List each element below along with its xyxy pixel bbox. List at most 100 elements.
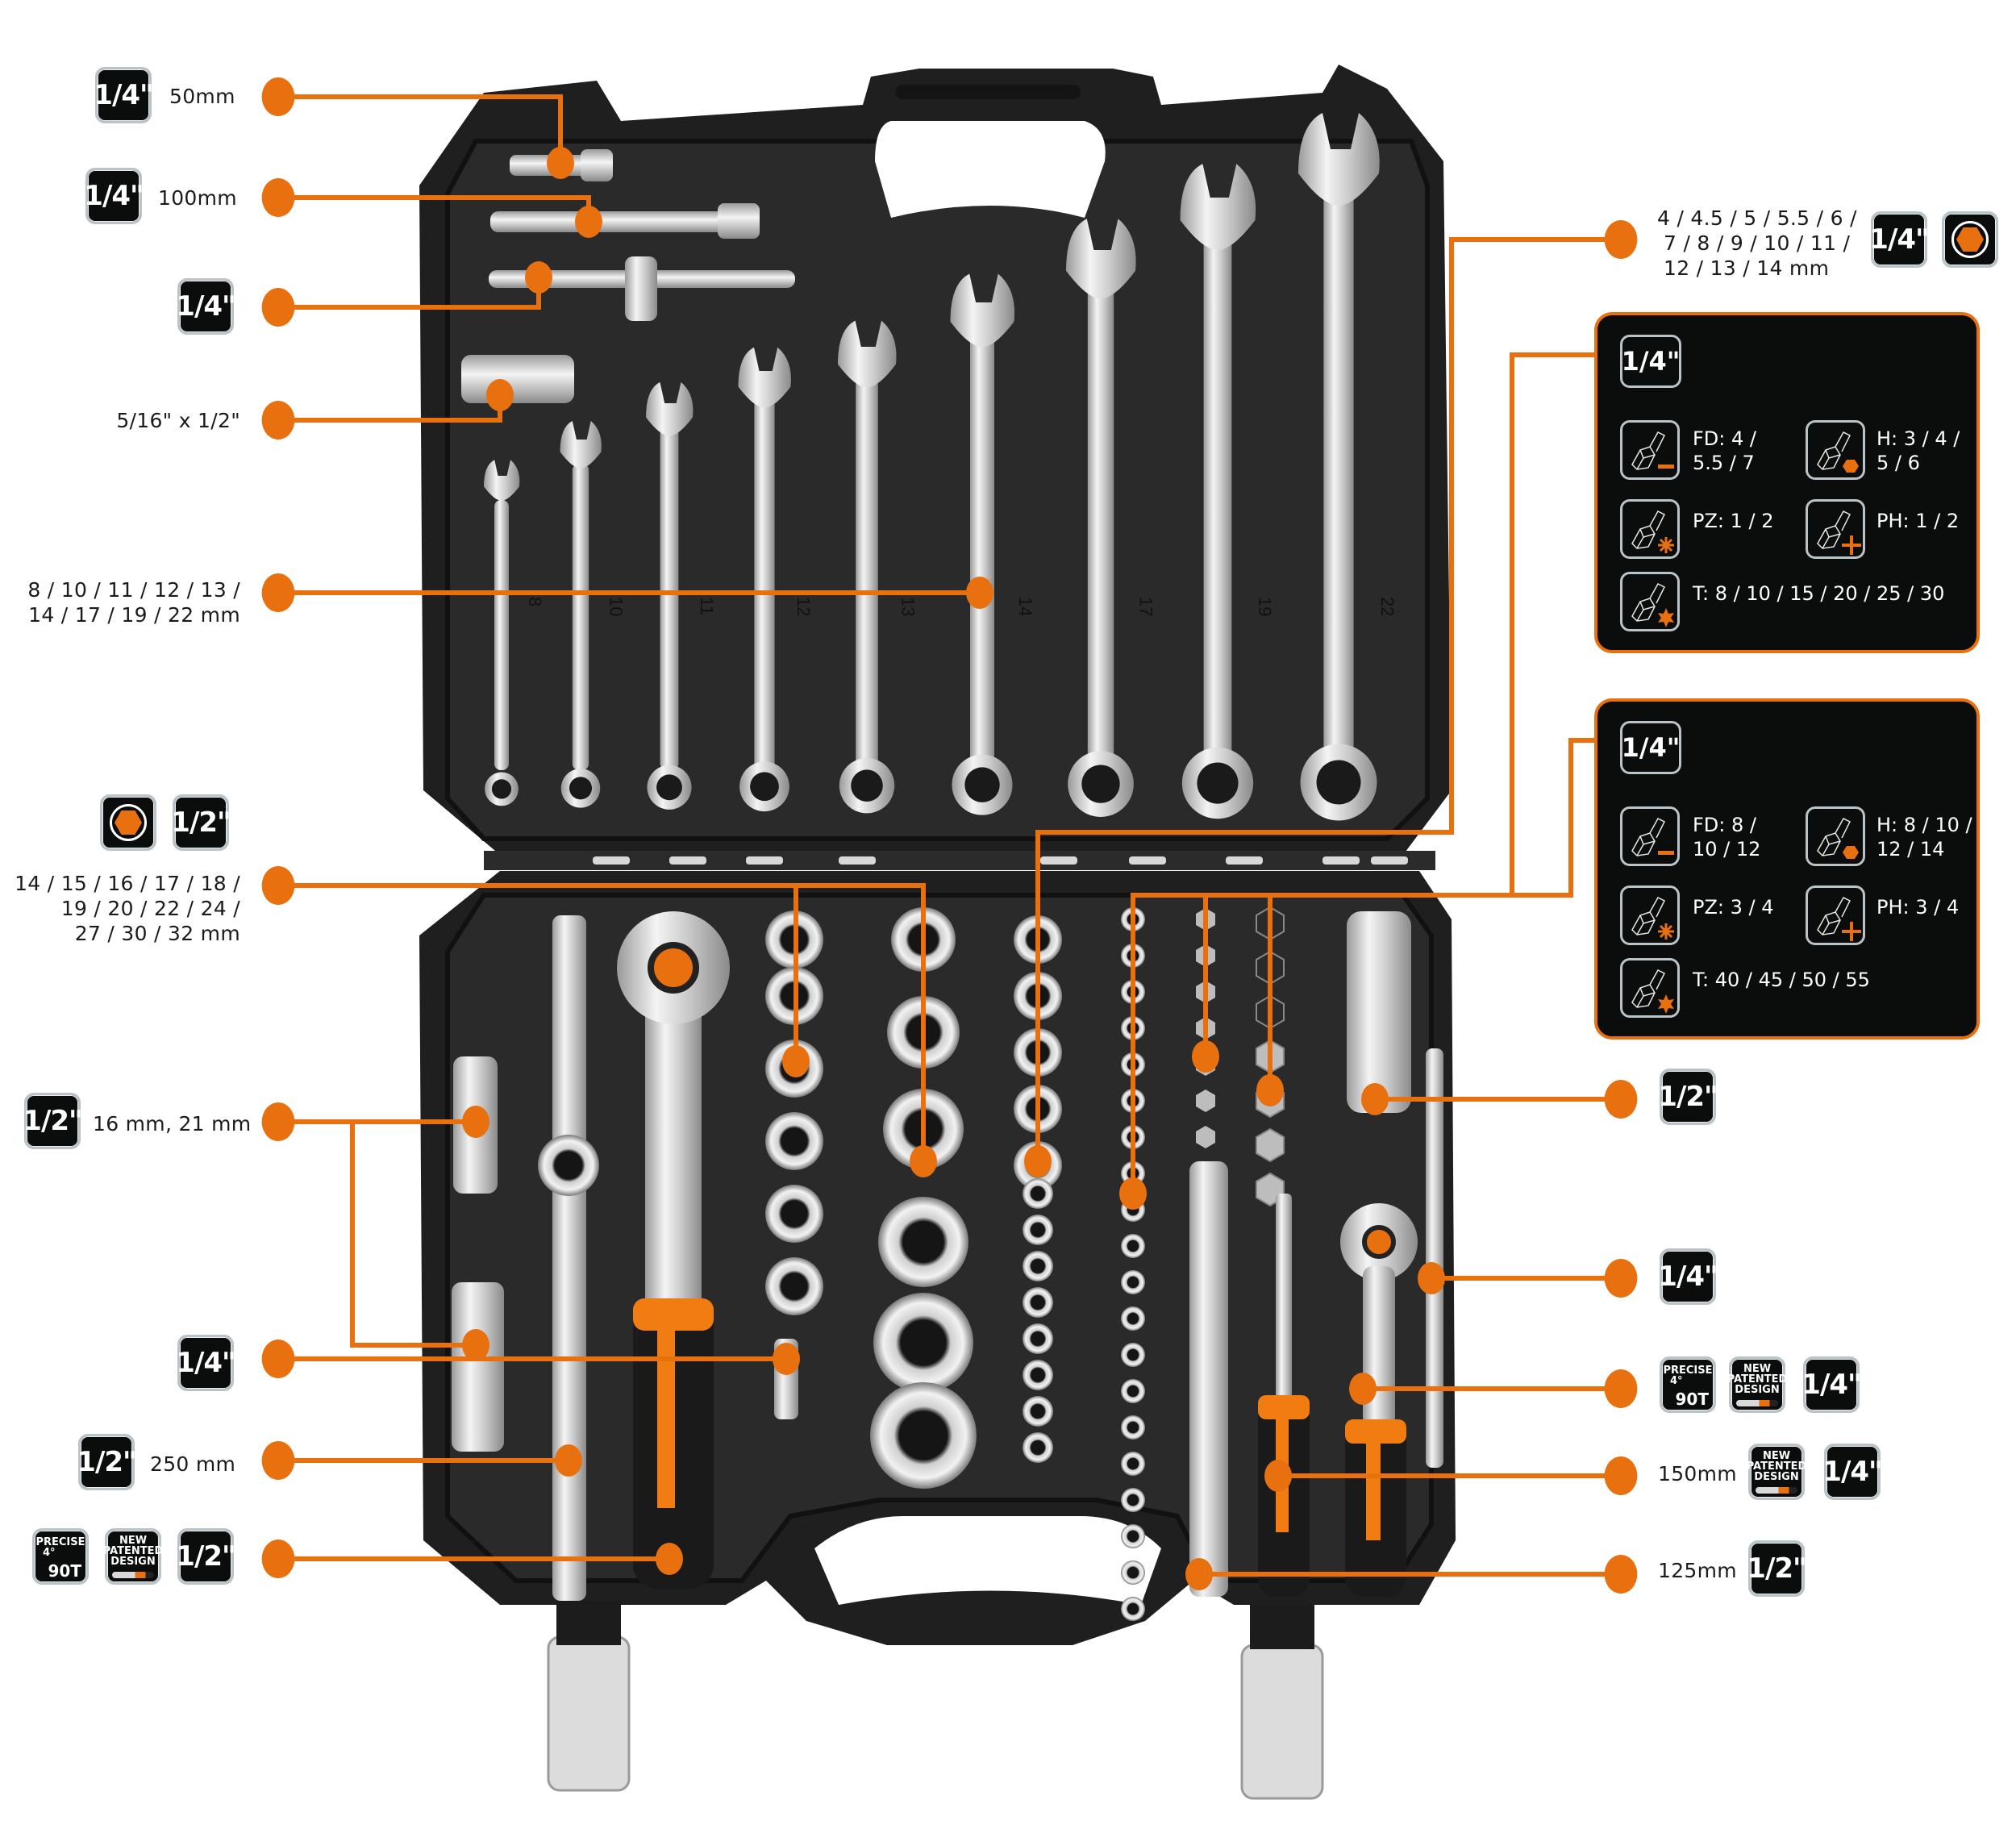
callout-spark-sockets-branch-line	[350, 1122, 476, 1348]
drive-badge-quarter: 1/4"	[1869, 211, 1930, 268]
drive-badge-half: 1/2"	[23, 1093, 83, 1149]
label-line: 12 / 14	[1876, 838, 1945, 860]
socket-quarter-7mm	[1023, 1251, 1053, 1281]
wrench-10mm: 10	[560, 421, 626, 808]
callout-wrenches-label-dot	[261, 573, 295, 612]
callout-sockets-half-line	[278, 883, 926, 1161]
bit-holder-slot	[1121, 1343, 1145, 1367]
socket-quarter-4mm	[1023, 1432, 1053, 1463]
badge-text: NEW	[119, 1534, 148, 1547]
callout-sockets-quarter-target-dot	[1024, 1145, 1052, 1177]
spark-plug-socket-21mm	[452, 1282, 504, 1452]
wrench-size-marking: 13	[898, 597, 918, 616]
new-patented-design-badge: NEW PATENTED DESIGN	[1727, 1356, 1787, 1413]
callout-ratchet-quarter-label-dot	[1604, 1369, 1638, 1408]
drive-badge-quarter: 1/4"	[1620, 721, 1681, 774]
screwdriver-bit	[1196, 1090, 1215, 1112]
badge-text: DESIGN	[1754, 1470, 1799, 1483]
wrench-size-marking: 19	[1255, 597, 1275, 616]
callout-sockets-half-target-dot	[782, 1045, 810, 1077]
lid-handle-opening	[875, 121, 1106, 218]
extension-50mm-head	[581, 149, 613, 181]
label-line: 27 / 30 / 32 mm	[74, 922, 240, 945]
bit-holder-slot	[1121, 1415, 1145, 1440]
bit-sizes-label: PH: 1 / 2	[1876, 509, 1959, 533]
flat-bit-icon	[1620, 806, 1680, 866]
socket-half-16mm	[765, 1112, 823, 1170]
new-patented-design-badge: NEW PATENTED DESIGN	[1746, 1444, 1807, 1500]
socket-quarter-8mm	[1023, 1215, 1053, 1245]
latches	[547, 1601, 1324, 1800]
wrench-14mm: 14	[950, 273, 1035, 815]
hinge-pin	[1371, 856, 1408, 865]
callout-flex-ext-label-dot	[1604, 1259, 1638, 1298]
ratchet-icon	[112, 1571, 154, 1578]
label-line: FD: 8 /	[1693, 814, 1756, 836]
callout-bit-panel-2-line	[1203, 738, 1594, 1056]
hinge-pin	[669, 856, 706, 865]
label-extension-50mm: 50mm	[169, 85, 235, 108]
wrench-11mm: 11	[646, 381, 717, 810]
precise-90t-badge: PRECISE 4° 90T	[1660, 1356, 1716, 1413]
spinner-shaft	[1276, 1194, 1292, 1403]
hinge-pin	[746, 856, 783, 865]
extension-250mm	[552, 915, 586, 1601]
bit-holder-slot	[1121, 1524, 1145, 1548]
callout-extension-125mm-target-dot	[1185, 1558, 1213, 1590]
label-line: 12 / 13 / 14 mm	[1664, 256, 1830, 280]
badge-text: PRECISE	[1663, 1364, 1713, 1377]
callout-sockets-quarter-line	[1035, 237, 1621, 1161]
badge-text: NEW	[1743, 1362, 1772, 1375]
callout-extension-50mm-label-dot	[261, 77, 295, 116]
label-line: H: 3 / 4 /	[1876, 427, 1960, 450]
drive-badge-quarter: 1/4"	[176, 278, 236, 335]
hinge-pin	[593, 856, 630, 865]
torx-bit-icon	[1620, 958, 1680, 1018]
label-wrench-sizes: 8 / 10 / 11 / 12 / 13 / 14 / 17 / 19 / 2…	[27, 577, 240, 627]
drive-badge-half: 1/2"	[176, 1528, 236, 1585]
label-line: PH: 3 / 4	[1876, 896, 1960, 919]
bit-sizes-label: H: 8 / 10 /12 / 14	[1876, 813, 1972, 861]
drive-badge-half: 1/2"	[77, 1434, 137, 1490]
drive-badge-quarter: 1/4"	[1620, 335, 1681, 388]
label-line: 19 / 20 / 22 / 24 /	[60, 897, 240, 920]
label-line: 8 / 10 / 11 / 12 / 13 /	[27, 578, 240, 602]
t-bar-slider-head	[538, 1135, 599, 1196]
ratchet-half-selector	[648, 942, 699, 994]
callout-spark-sockets-label-dot	[261, 1102, 295, 1141]
callout-bit-panel-1-label-dot	[1119, 1177, 1147, 1210]
label-line: 14 / 17 / 19 / 22 mm	[28, 603, 240, 627]
label-line: 7 / 8 / 9 / 10 / 11 /	[1664, 231, 1851, 255]
label-socket-half-sizes: 14 / 15 / 16 / 17 / 18 / 19 / 20 / 22 / …	[15, 871, 240, 946]
badge-text: 4°	[43, 1546, 56, 1559]
latch-left-hinge	[556, 1601, 621, 1645]
callout-sockets-half-label-dot	[261, 866, 295, 905]
torx-bit-icon	[1620, 572, 1680, 631]
label-extension-250mm: 250 mm	[150, 1452, 236, 1476]
callout-flex-ext-target-dot	[1418, 1262, 1445, 1294]
hex-bit-icon	[1806, 420, 1865, 480]
label-socket-quarter-sizes: 4 / 4.5 / 5 / 5.5 / 6 / 7 / 8 / 9 / 10 /…	[1657, 206, 1857, 281]
socket-quarter-5.5mm	[1023, 1323, 1053, 1354]
badge-text: 90T	[48, 1560, 81, 1581]
ratchet-icon	[1756, 1486, 1797, 1494]
ratchet-half-shaft	[645, 968, 702, 1339]
wrench-13mm: 13	[838, 320, 918, 814]
bit-holder-slot	[1121, 1488, 1145, 1512]
callout-t-bar-label-dot	[261, 288, 295, 327]
ratchet-quarter-handle-accent	[1345, 1419, 1406, 1444]
callout-extension-50mm-target-dot	[547, 147, 574, 179]
latch-right-hinge	[1250, 1605, 1314, 1649]
socket-quarter-4.5mm	[1023, 1396, 1053, 1427]
callout-sockets-quarter-label-dot	[1604, 220, 1638, 259]
bit-holder-slot	[1121, 1379, 1145, 1403]
hinge-pin	[1322, 856, 1360, 865]
badge-text: 90T	[1675, 1389, 1709, 1409]
drive-badge-quarter: 1/4"	[176, 1335, 236, 1391]
t-bar-slider	[625, 256, 657, 321]
badge-text: PATENTED	[1746, 1460, 1807, 1473]
